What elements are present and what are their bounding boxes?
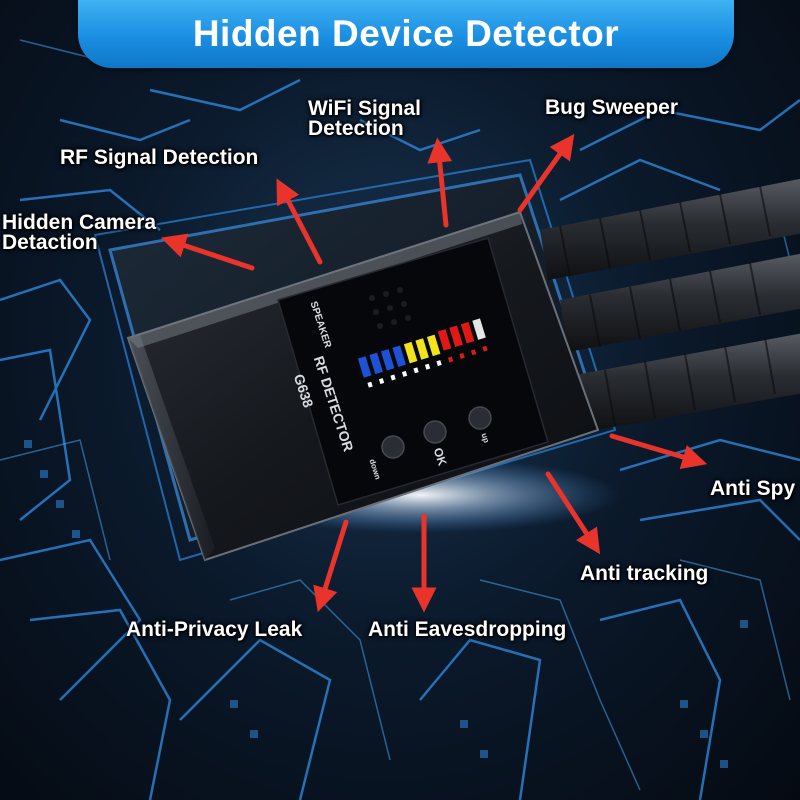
signal-led-indicator	[470, 349, 477, 356]
rf-detector-device	[126, 210, 600, 562]
signal-led-indicator	[482, 345, 488, 352]
signal-led	[403, 341, 418, 364]
signal-led	[369, 352, 383, 375]
antenna-top	[540, 178, 800, 280]
antennas	[540, 178, 800, 432]
circuit-pads	[24, 440, 748, 768]
signal-led	[449, 325, 463, 348]
wifi-detection-label: WiFi Signal Detection	[308, 97, 421, 140]
signal-led	[472, 318, 486, 340]
title-banner: Hidden Device Detector	[78, 0, 734, 68]
signal-led-indicator	[459, 352, 465, 359]
anti-privacy-leak-label: Anti-Privacy Leak	[126, 618, 303, 641]
anti-eavesdropping-label: Anti Eavesdropping	[368, 618, 567, 641]
signal-led-indicator	[436, 360, 442, 367]
anti-tracking-label: Anti tracking	[580, 562, 709, 585]
signal-led	[460, 321, 475, 344]
bug-sweeper-label: Bug Sweeper	[545, 96, 679, 119]
signal-led-bar	[357, 318, 488, 388]
down-button-shape	[381, 435, 405, 459]
front-panel	[277, 237, 549, 506]
antenna-middle	[560, 253, 800, 352]
signal-led-indicator	[424, 363, 431, 370]
signal-led	[380, 349, 395, 371]
antenna-bottom	[575, 333, 800, 432]
signal-led-indicator	[378, 378, 385, 385]
signal-led-indicator	[447, 356, 454, 363]
signal-led-indicator	[390, 374, 396, 381]
device-buttons	[381, 406, 492, 459]
signal-led	[392, 345, 406, 367]
signal-led-indicator	[413, 367, 419, 374]
speaker-grille	[369, 287, 411, 329]
rf-signal-detection-label: RF Signal Detection	[60, 146, 259, 169]
signal-led	[426, 334, 441, 357]
anti-spy-label: Anti Spy	[710, 477, 796, 500]
ok-button-shape	[423, 420, 447, 444]
signal-led	[437, 329, 452, 351]
hidden-camera-label: Hidden Camera Detaction	[2, 211, 157, 254]
signal-led	[415, 338, 429, 360]
signal-led	[357, 356, 372, 378]
signal-led-indicator	[367, 381, 373, 388]
signal-led-indicator	[401, 370, 408, 377]
up-button-shape	[468, 406, 492, 430]
page-title: Hidden Device Detector	[192, 13, 620, 54]
